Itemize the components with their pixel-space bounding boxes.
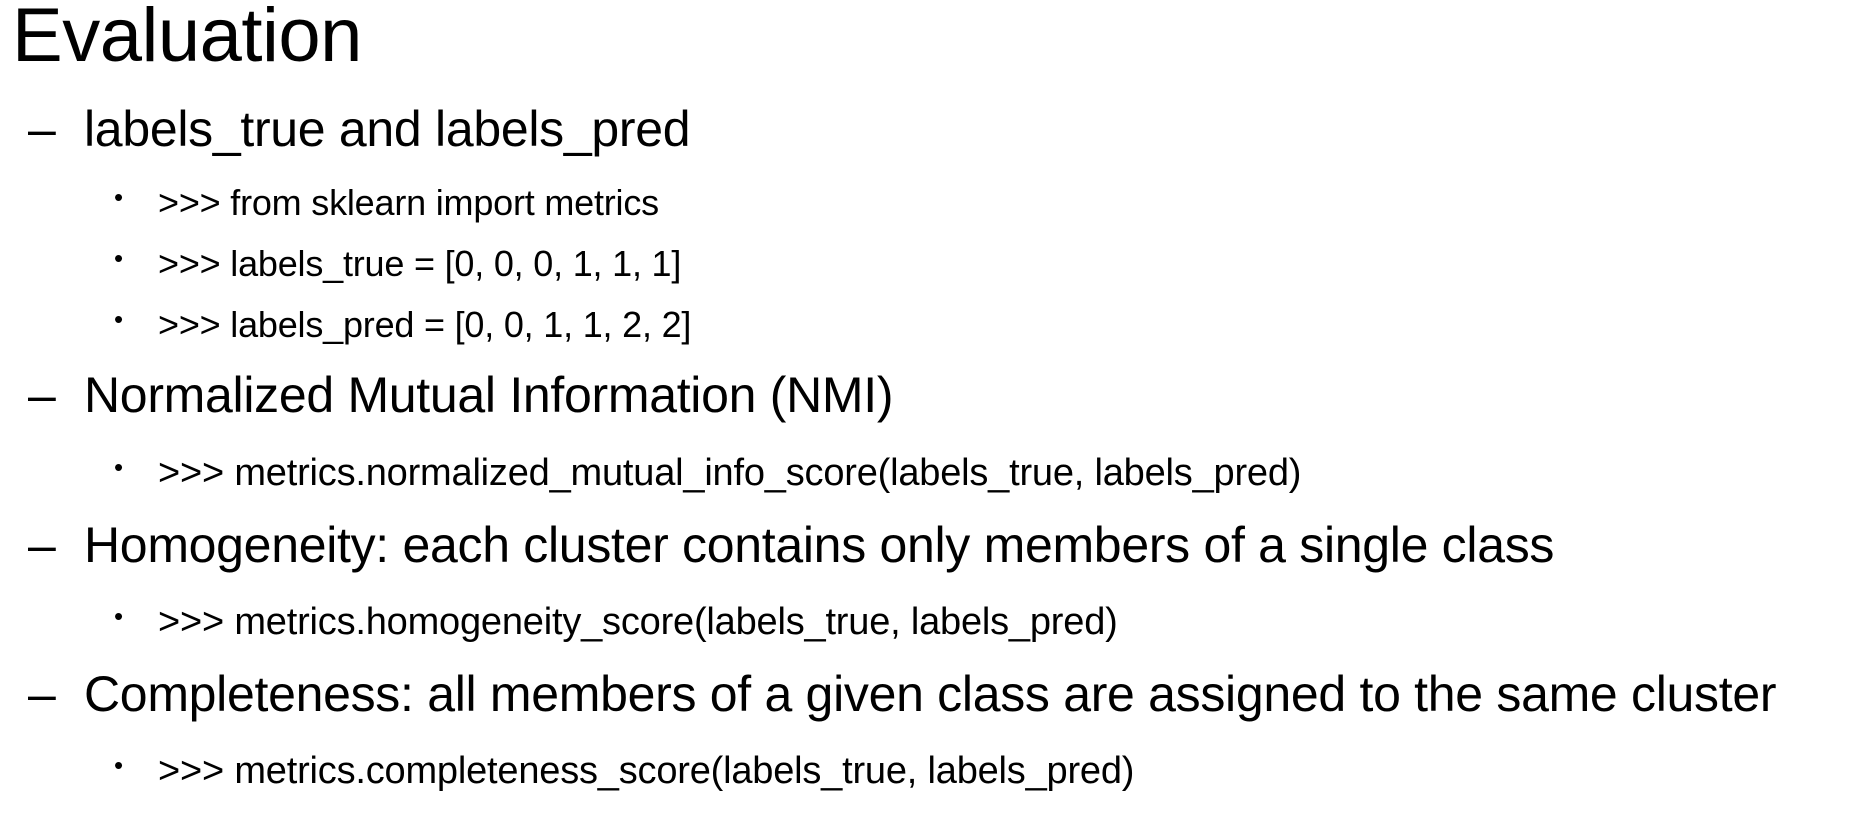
slide-title: Evaluation [12, 0, 362, 78]
code-line: >>> metrics.homogeneity_score(labels_tru… [158, 601, 1118, 643]
dash-marker: – [28, 517, 56, 573]
section-heading-text: Normalized Mutual Information (NMI) [84, 367, 894, 423]
bullet-marker: • [114, 750, 124, 780]
section-heading-text: labels_true and labels_pred [84, 101, 691, 157]
bullet-marker: • [114, 452, 124, 482]
code-line: >>> metrics.normalized_mutual_info_score… [158, 452, 1302, 494]
bullet-marker: • [114, 182, 124, 212]
dash-marker: – [28, 367, 56, 423]
dash-marker: – [28, 666, 56, 722]
code-line: >>> from sklearn import metrics [158, 182, 659, 223]
section-heading-text: Completeness: all members of a given cla… [84, 666, 1777, 722]
dash-marker: – [28, 101, 56, 157]
section-heading-text: Homogeneity: each cluster contains only … [84, 517, 1555, 573]
bullet-marker: • [114, 243, 124, 273]
code-line: >>> metrics.completeness_score(labels_tr… [158, 750, 1135, 792]
bullet-marker: • [114, 601, 124, 631]
code-line: >>> labels_pred = [0, 0, 1, 1, 2, 2] [158, 304, 692, 345]
code-line: >>> labels_true = [0, 0, 0, 1, 1, 1] [158, 243, 682, 284]
bullet-marker: • [114, 304, 124, 334]
